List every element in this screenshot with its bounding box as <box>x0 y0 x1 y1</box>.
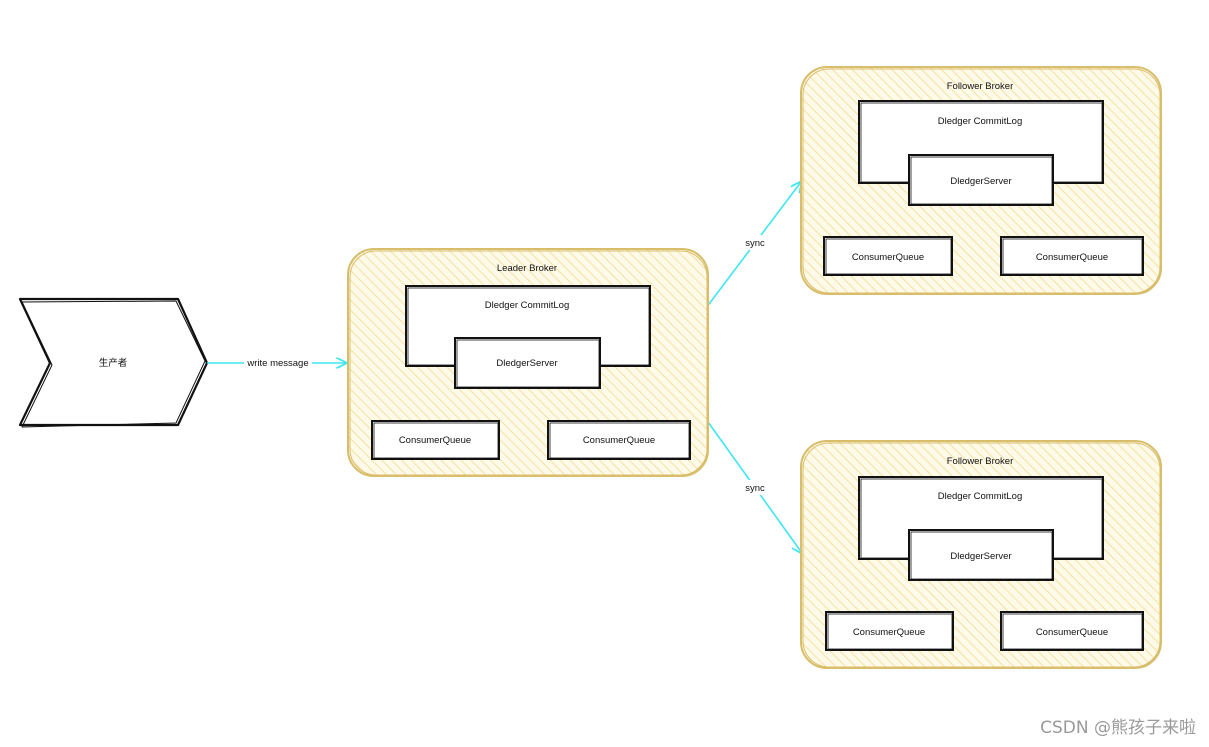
follower2-queue-2-label: ConsumerQueue <box>1036 627 1108 638</box>
follower2-queue-2: ConsumerQueue <box>1000 611 1144 651</box>
follower1-server-label: DledgerServer <box>950 176 1011 187</box>
leader-server-label: DledgerServer <box>496 358 557 369</box>
follower2-server-label: DledgerServer <box>950 551 1011 562</box>
write-message-edge: write message <box>207 355 346 370</box>
follower1-queue-1: ConsumerQueue <box>823 236 953 276</box>
follower2-queue-1-label: ConsumerQueue <box>853 627 925 638</box>
leader-queue-1-label: ConsumerQueue <box>399 435 471 446</box>
follower1-queue-1-label: ConsumerQueue <box>852 252 924 263</box>
leader-queue-2-label: ConsumerQueue <box>583 435 655 446</box>
sync-label-bottom: sync <box>745 483 765 494</box>
producer-label: 生产者 <box>99 357 128 369</box>
leader-server-box: DledgerServer <box>454 337 601 389</box>
leader-broker: Leader Broker Dledger CommitLog DledgerS… <box>347 248 709 477</box>
leader-queue-2: ConsumerQueue <box>547 420 691 460</box>
producer-node: 生产者 <box>18 297 209 428</box>
follower1-queue-2-label: ConsumerQueue <box>1036 252 1108 263</box>
leader-commitlog-label: Dledger CommitLog <box>485 300 569 311</box>
write-message-label: write message <box>246 358 308 369</box>
follower1-title: Follower Broker <box>947 81 1014 92</box>
follower2-commitlog-label: Dledger CommitLog <box>938 491 1022 502</box>
follower-broker-bottom: Follower Broker Dledger CommitLog Dledge… <box>800 440 1162 669</box>
follower1-queue-2: ConsumerQueue <box>1000 236 1144 276</box>
follower-broker-top: Follower Broker Dledger CommitLog Dledge… <box>800 66 1162 295</box>
leader-title: Leader Broker <box>497 263 557 274</box>
leader-queue-1: ConsumerQueue <box>371 420 500 460</box>
follower2-queue-1: ConsumerQueue <box>825 611 954 651</box>
follower2-title: Follower Broker <box>947 456 1014 467</box>
sync-edge-top: sync <box>705 182 801 309</box>
csdn-watermark: CSDN @熊孩子来啦 <box>1040 718 1196 738</box>
sync-label-top: sync <box>745 238 765 249</box>
follower2-server-box: DledgerServer <box>908 529 1054 581</box>
follower1-server-box: DledgerServer <box>908 154 1054 206</box>
follower1-commitlog-label: Dledger CommitLog <box>938 116 1022 127</box>
sync-edge-bottom: sync <box>707 421 802 553</box>
